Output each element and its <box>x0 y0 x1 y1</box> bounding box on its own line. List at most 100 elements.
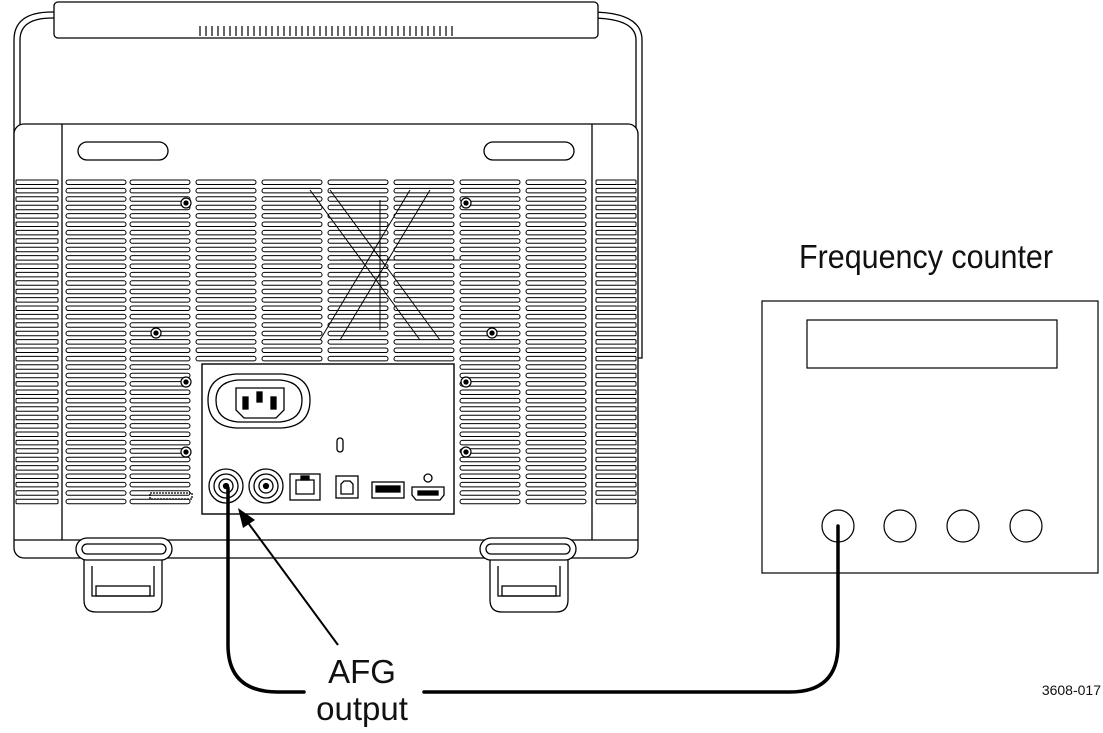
vent-slot <box>65 204 127 211</box>
side-vent-slot <box>15 213 59 219</box>
side-vent-slot <box>595 423 637 429</box>
side-vent-slot <box>595 372 637 379</box>
hdmi-port-icon[interactable] <box>411 473 445 501</box>
vent-slot <box>195 271 257 278</box>
rear-foot-left <box>75 537 173 613</box>
side-vent-slot <box>595 221 637 227</box>
vent-slot <box>525 381 587 387</box>
vent-slot <box>525 238 587 244</box>
side-vent-slot <box>15 439 59 446</box>
vent-slot <box>525 288 587 295</box>
vent-slot <box>327 229 389 236</box>
frequency-counter-body <box>761 300 1099 574</box>
frequency-counter-display <box>806 319 1058 369</box>
vent-slot <box>129 347 191 353</box>
vent-slot <box>393 297 455 303</box>
vent-slot <box>195 313 257 320</box>
side-vent-slot <box>595 473 637 479</box>
vent-slot <box>65 280 127 286</box>
vent-slot <box>261 347 323 353</box>
vent-slot <box>129 246 191 253</box>
vent-slot <box>525 187 587 194</box>
afg-output-bnc-connector[interactable] <box>208 468 244 504</box>
vent-slot <box>459 263 521 269</box>
vent-slot <box>327 347 389 353</box>
vent-slot <box>195 213 257 219</box>
vent-slot <box>65 448 127 454</box>
counter-knob-4[interactable] <box>1009 509 1043 543</box>
side-vent-slot <box>595 280 637 286</box>
vent-slot <box>261 229 323 236</box>
vent-slot <box>525 305 587 311</box>
side-vent-slot <box>15 339 59 345</box>
side-vent-slot <box>15 263 59 269</box>
side-vent-slot <box>595 439 637 446</box>
rear-vent-grille <box>15 179 637 505</box>
side-vent-slot <box>595 204 637 211</box>
vent-slot <box>393 339 455 345</box>
vent-slot <box>327 297 389 303</box>
side-vent-slot <box>15 423 59 429</box>
vent-slot <box>129 221 191 227</box>
vent-slot <box>525 406 587 412</box>
side-vent-slot <box>595 364 637 370</box>
vent-slot <box>65 389 127 395</box>
side-vent-slot <box>595 255 637 261</box>
vent-slot <box>459 389 521 395</box>
vent-slot <box>393 179 455 185</box>
side-vent-slot <box>595 288 637 295</box>
vent-slot <box>65 473 127 479</box>
vent-slot <box>195 355 257 362</box>
vent-slot <box>65 355 127 362</box>
side-vent-slot <box>15 381 59 387</box>
vent-slot <box>65 271 127 278</box>
side-vent-slot <box>595 389 637 395</box>
vent-slot <box>261 305 323 311</box>
side-vent-slot <box>15 246 59 253</box>
side-vent-slot <box>595 313 637 320</box>
vent-slot <box>129 389 191 395</box>
vent-slot <box>195 305 257 311</box>
vent-slot <box>525 355 587 362</box>
usb-b-port-icon[interactable] <box>335 475 359 499</box>
side-vent-slot <box>15 297 59 303</box>
vent-slot <box>261 330 323 337</box>
vent-slot <box>195 229 257 236</box>
vent-slot <box>393 288 455 295</box>
carry-handle <box>13 1 643 359</box>
side-vent-slot <box>595 355 637 362</box>
vent-slot <box>129 465 191 471</box>
ethernet-port-icon[interactable] <box>289 473 321 501</box>
vent-slot <box>129 179 191 185</box>
vent-slot <box>129 196 191 202</box>
vent-slot <box>129 255 191 261</box>
vent-slot <box>525 179 587 185</box>
vent-slot <box>525 397 587 404</box>
vent-slot <box>327 246 389 253</box>
side-vent-slot <box>595 347 637 353</box>
vent-slot <box>459 313 521 320</box>
vent-slot <box>459 238 521 244</box>
vent-slot <box>459 288 521 295</box>
vent-slot <box>195 179 257 185</box>
vent-slot <box>129 187 191 194</box>
side-vent-slot <box>595 456 637 463</box>
vent-slot <box>327 213 389 219</box>
vent-slot <box>261 179 323 185</box>
vent-slot <box>261 355 323 362</box>
security-lock-slot-icon <box>336 437 344 453</box>
usb-a-port-icon[interactable] <box>371 481 405 499</box>
counter-knob-2[interactable] <box>883 509 917 543</box>
side-vent-slot <box>595 381 637 387</box>
screw-icon <box>460 446 472 458</box>
aux-bnc-connector[interactable] <box>248 468 284 504</box>
vent-slot <box>525 389 587 395</box>
vent-slot <box>261 204 323 211</box>
afg-output-label-line2: output <box>316 690 408 727</box>
counter-knob-3[interactable] <box>946 509 980 543</box>
vent-slot <box>327 187 389 194</box>
vent-slot <box>327 339 389 345</box>
vent-slot <box>393 322 455 328</box>
vent-slot <box>525 473 587 479</box>
vent-slot <box>195 347 257 353</box>
